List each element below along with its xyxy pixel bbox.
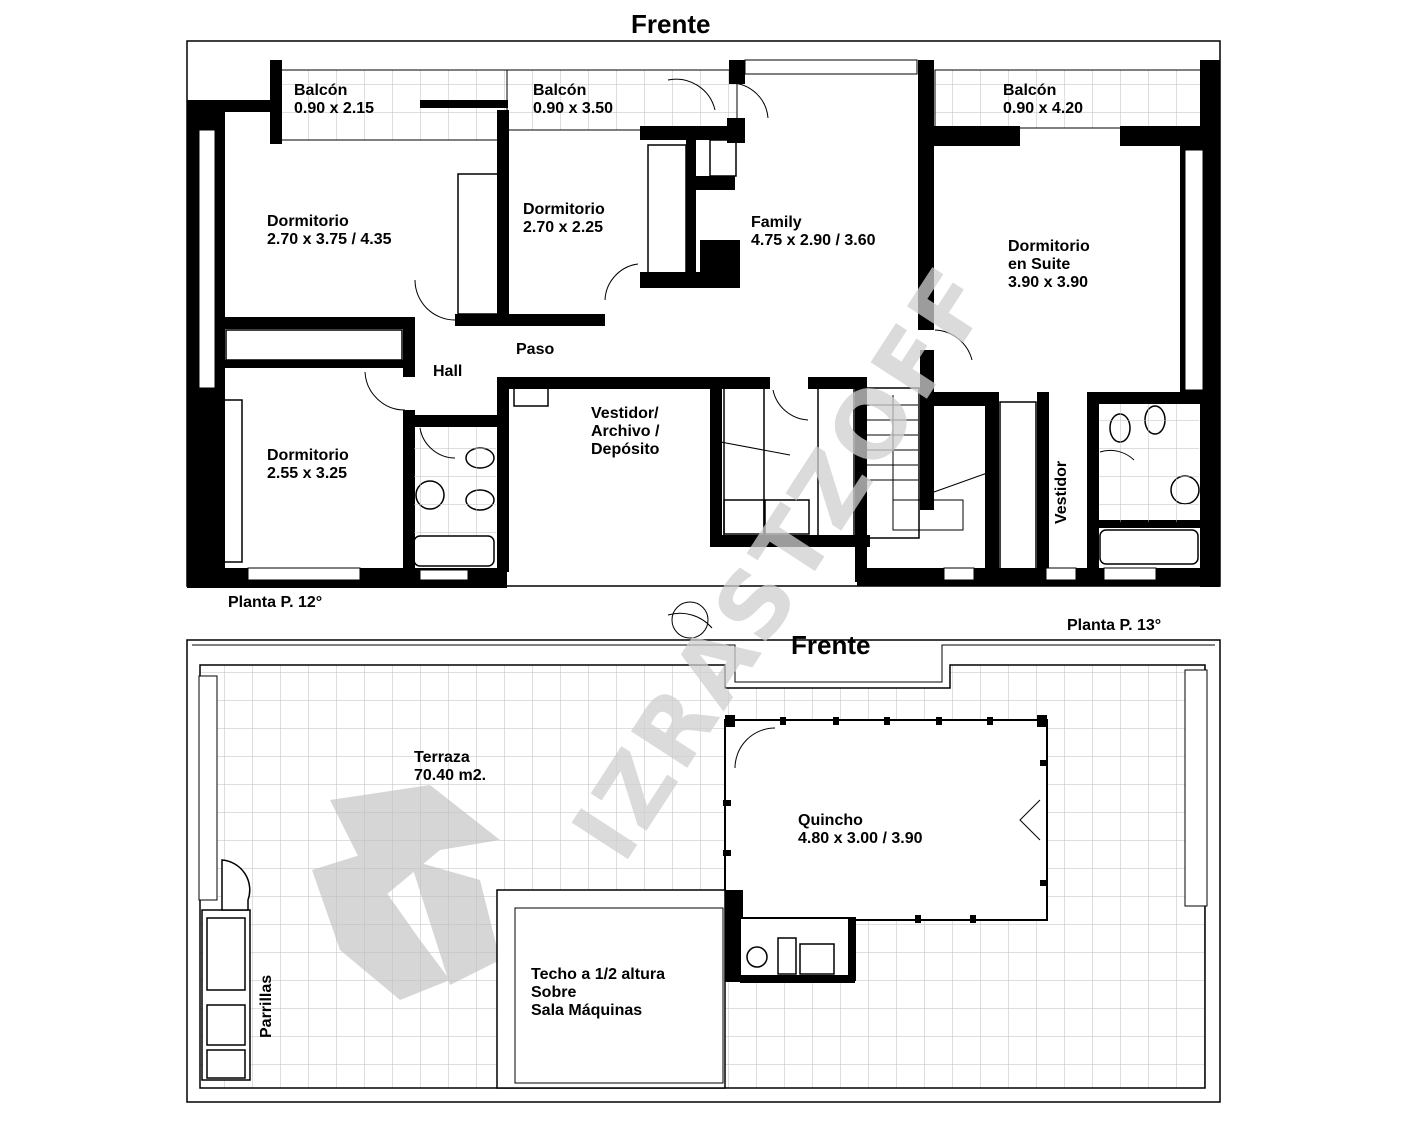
hall-label: Hall bbox=[433, 363, 463, 380]
upper-floor-label: Planta P. 12° bbox=[228, 594, 323, 611]
parrillas-label: Parrillas bbox=[258, 974, 275, 1038]
lower-plan bbox=[186, 601, 1221, 1103]
lower-floor-label: Planta P. 13° bbox=[1067, 617, 1162, 634]
lower-front-label: Frente bbox=[791, 630, 871, 660]
upper-plan bbox=[186, 40, 1221, 588]
vestidor-archivo-label: Vestidor/Archivo /Depósito bbox=[591, 405, 660, 458]
vestidor-label: Vestidor bbox=[1053, 460, 1070, 524]
upper-front-label: Frente bbox=[631, 9, 711, 39]
paso-label: Paso bbox=[516, 341, 555, 358]
